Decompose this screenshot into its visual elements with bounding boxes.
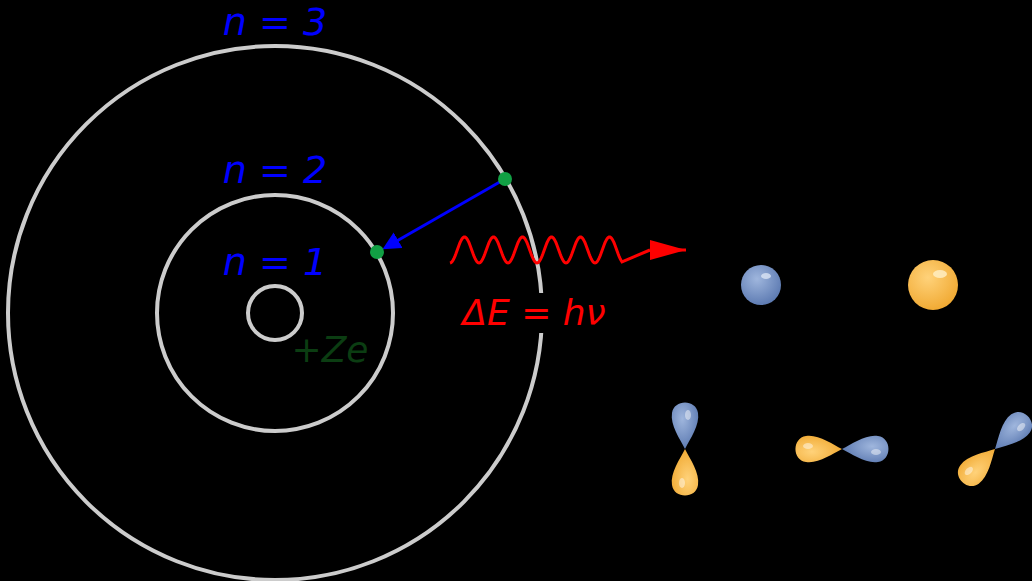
s-orbital (908, 260, 958, 310)
transition-arrow (395, 179, 505, 242)
photon-arrowhead (650, 240, 686, 260)
level-label: n = 2 (223, 150, 327, 192)
electron (370, 245, 384, 259)
p-orbital-lobe (953, 440, 1005, 492)
level-label: n = 3 (223, 2, 327, 44)
s-orbital (741, 265, 781, 305)
orbit-2 (157, 195, 393, 431)
nucleus-charge: +Ze (292, 330, 369, 370)
electron (498, 172, 512, 186)
level-label: n = 1 (223, 242, 327, 284)
p-orbital-lobe (796, 436, 843, 463)
energy-formula: ΔE = hν (458, 293, 609, 333)
photon-wave (450, 237, 650, 263)
p-orbital-lobe (672, 449, 699, 496)
p-orbital-lobe (672, 403, 699, 450)
p-orbital-lobe (842, 436, 889, 463)
